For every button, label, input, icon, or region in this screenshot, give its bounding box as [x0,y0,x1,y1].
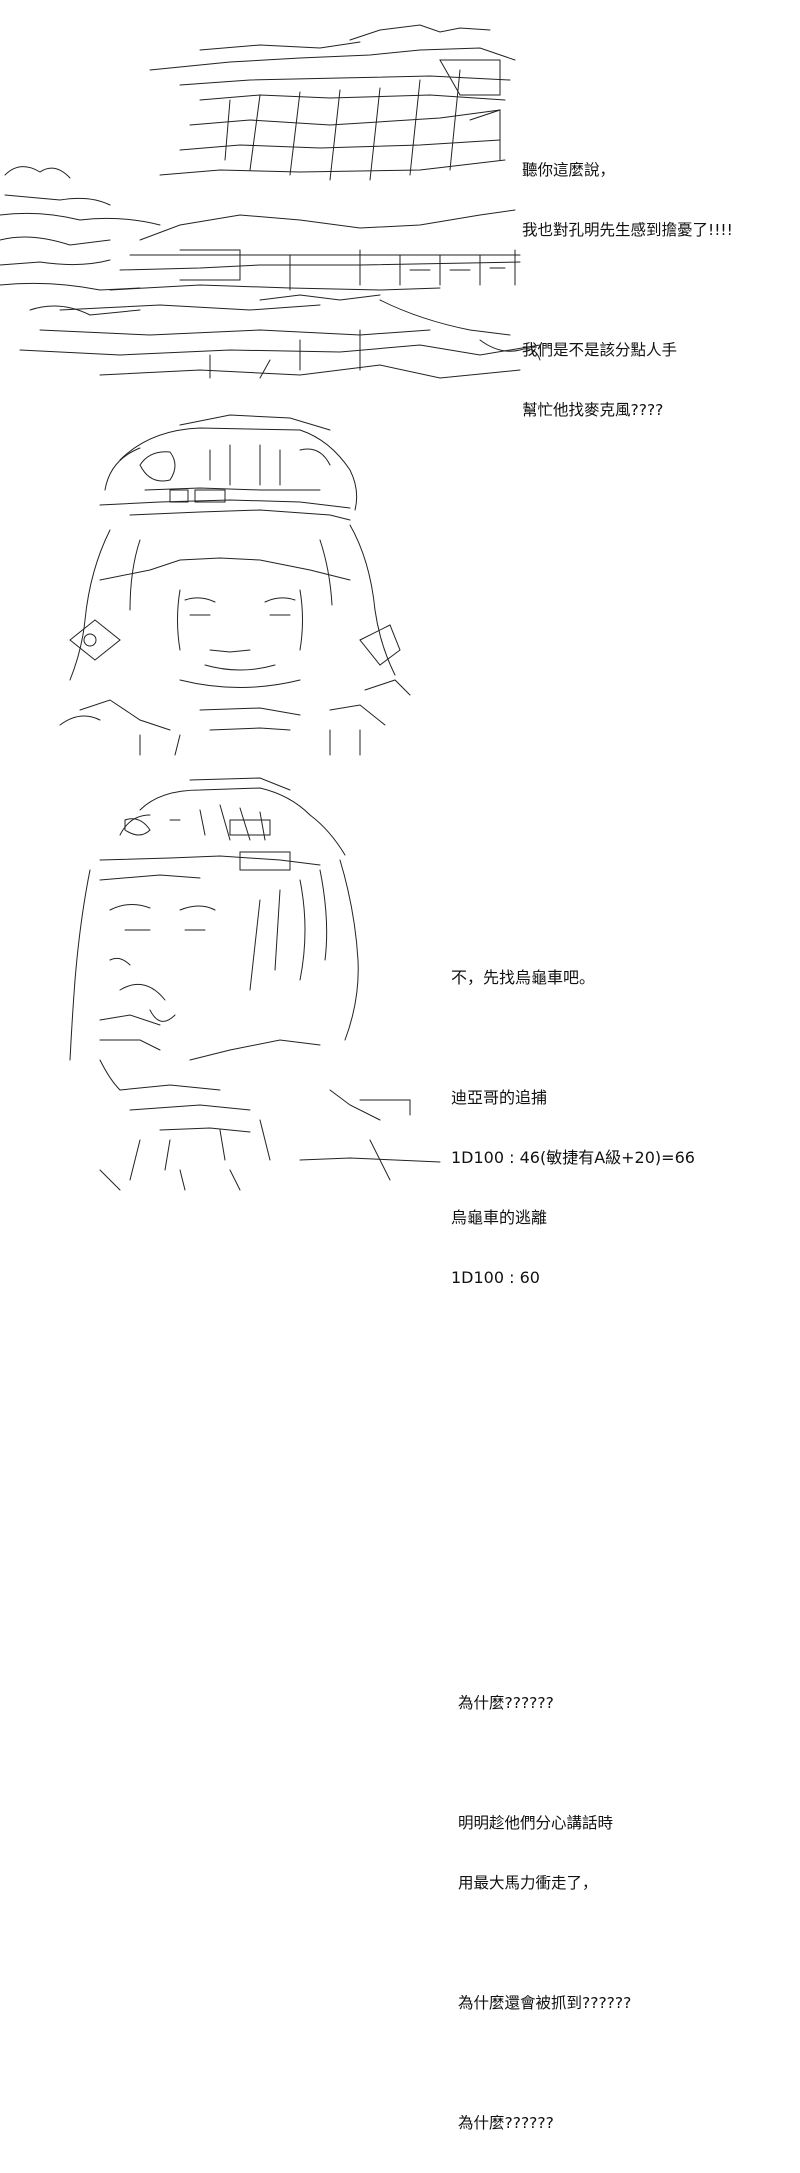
dice-roll: 1D100 : 46(敏捷有A級+20)=66 [451,1148,695,1167]
dice-roll: 1D100 : 60 [451,1268,540,1287]
line-gap [458,1753,631,1773]
girl-ascii-art [59,414,411,756]
ship-ascii-art [0,24,541,379]
dice-label: 迪亞哥的追捕 [451,1088,548,1107]
dice-label: 烏龜車的逃離 [451,1208,548,1227]
dialogue-line: 為什麼?????? [458,2114,554,2132]
dialogue-text: 為什麼?????? 明明趁他們分心講話時 用最大馬力衝走了， 為什麼還會被抓到?… [458,1653,631,2173]
dialogue-line: 為什麼?????? [458,1694,554,1712]
line-gap [458,1933,631,1953]
dialogue-text: 聽你這麼說， 我也對孔明先生感到擔憂了!!!! 我們是不是該分點人手 幫忙他找麥… [522,120,733,460]
line-gap [522,280,733,300]
dialogue-line: 為什麼還會被抓到?????? [458,1994,632,2012]
dialogue-line: 用最大馬力衝走了， [458,1874,598,1892]
panel-girl: 不，先找烏龜車吧。 迪亞哥的追捕 1D100 : 46(敏捷有A級+20)=66… [0,390,800,1287]
dialogue-line: 明明趁他們分心講話時 [458,1814,614,1832]
dialogue-line: 我也對孔明先生感到擔憂了!!!! [522,221,733,239]
dialogue-line: 我們是不是該分點人手 [522,341,678,359]
line-gap [458,2053,631,2073]
dialogue-line: 幫忙他找麥克風???? [522,401,664,419]
boy-ascii-art [69,777,441,1191]
dialogue-line: 聽你這麼說， [522,161,616,179]
dialogue-line: 不，先找烏龜車吧。 [451,968,596,987]
panel-boy: 為什麼?????? 明明趁他們分心講話時 用最大馬力衝走了， 為什麼還會被抓到?… [0,760,800,2132]
panel-ship: 聽你這麼說， 我也對孔明先生感到擔憂了!!!! 我們是不是該分點人手 幫忙他找麥… [0,0,800,419]
